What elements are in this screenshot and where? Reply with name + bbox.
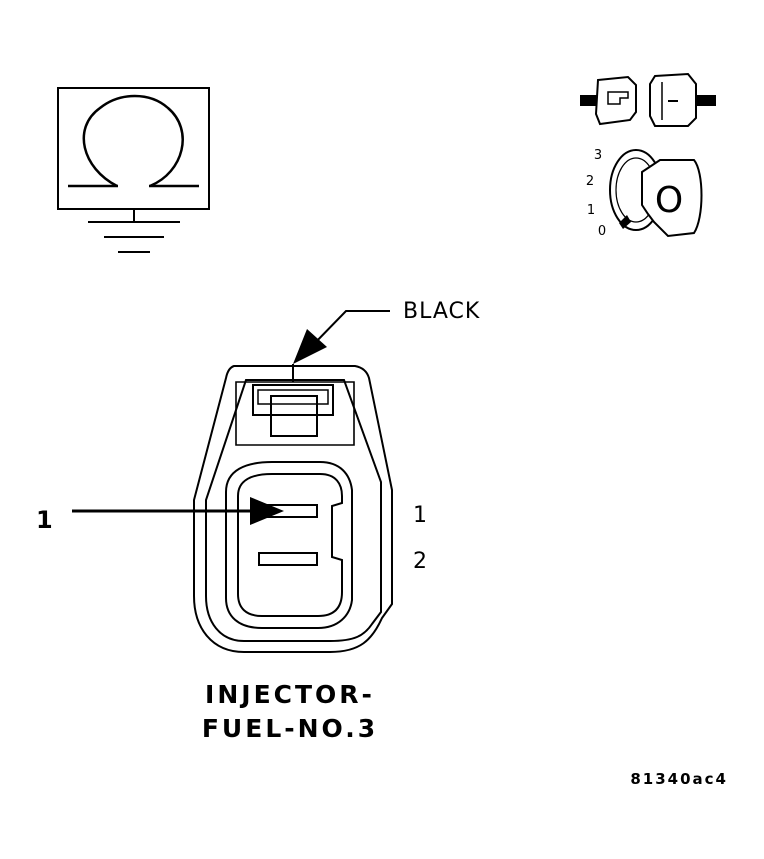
ignition-position-3: 3 — [594, 148, 602, 163]
connector-color-label: BLACK — [403, 299, 480, 324]
ground-icon — [88, 209, 180, 253]
pin-label-2: 2 — [413, 549, 428, 574]
color-leader — [292, 310, 390, 382]
ignition-key-letter: O — [655, 180, 683, 221]
ignition-position-2: 2 — [586, 174, 594, 189]
pin-label-1: 1 — [413, 503, 428, 528]
connector-title-line-2: FUEL-NO.3 — [202, 714, 378, 743]
ignition-key-icon: 3 2 1 0 O — [586, 148, 703, 239]
connector-body — [193, 365, 393, 653]
terminal-2 — [258, 552, 318, 566]
connector-disconnect-icon — [580, 72, 716, 127]
callout-number: 1 — [36, 506, 53, 534]
callout-arrowhead — [250, 497, 284, 525]
figure-code: 81340ac4 — [630, 770, 728, 788]
callout-arrow — [72, 497, 284, 525]
ohm-meter-icon — [57, 87, 210, 210]
ignition-position-0: 0 — [598, 224, 606, 239]
connector-title-line-1: INJECTOR- — [205, 680, 375, 709]
leader-arrowhead — [293, 329, 327, 364]
ignition-position-1: 1 — [587, 203, 595, 218]
